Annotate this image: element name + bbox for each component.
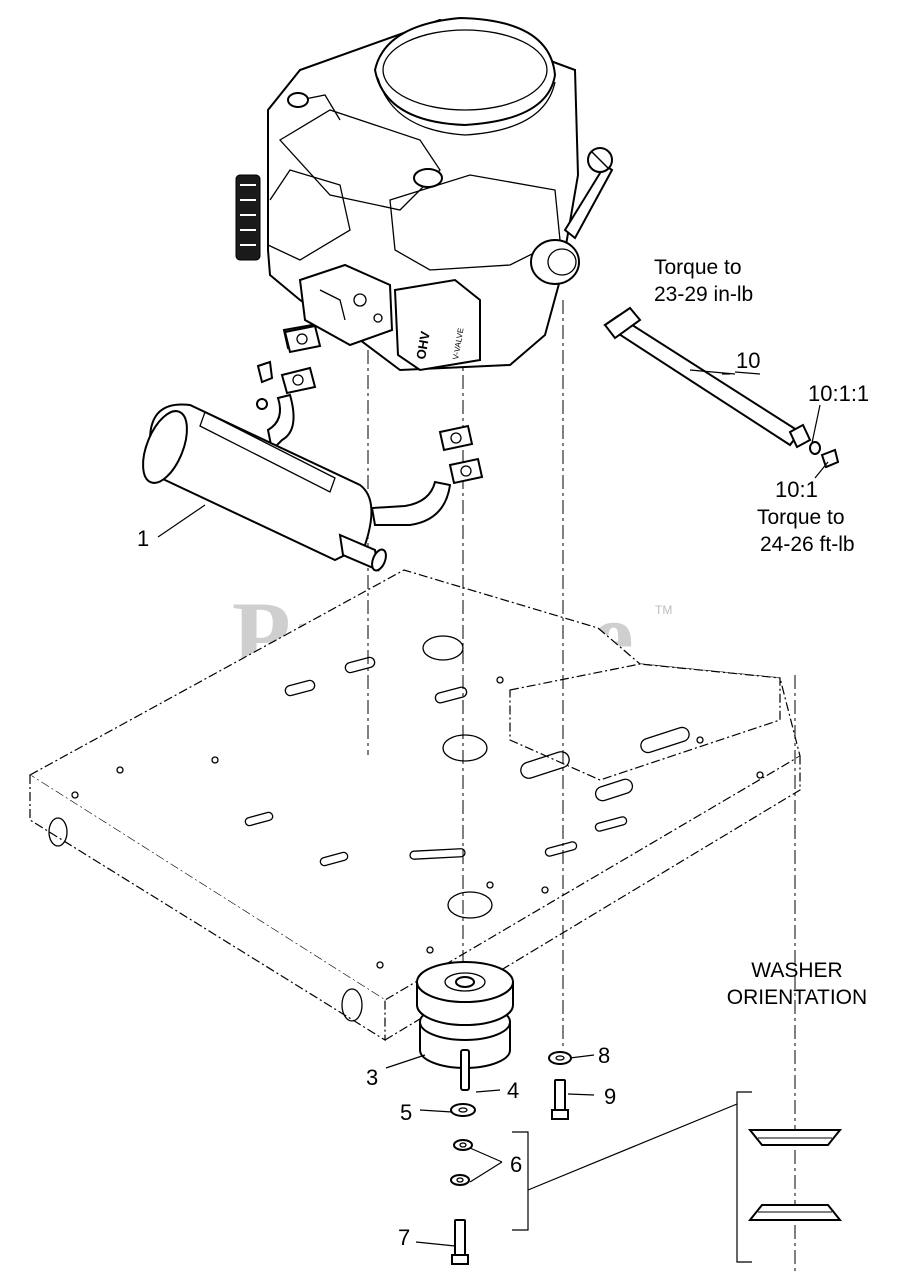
pulley-assembly xyxy=(416,961,514,1265)
callout-5: 5 xyxy=(400,1100,412,1125)
callout-10: 10 xyxy=(736,348,760,373)
fuel-line-assembly xyxy=(603,306,840,469)
washer-orientation-title-line1: WASHER xyxy=(751,959,842,982)
callout-10-1: 10:1 xyxy=(775,477,818,502)
callout-10-1-1: 10:1:1 xyxy=(808,381,869,406)
leader-lines xyxy=(157,369,829,1247)
callout-1: 1 xyxy=(137,526,149,551)
ohv-mark: OHV xyxy=(413,330,433,361)
callout-9: 9 xyxy=(604,1084,616,1109)
callout-numbers: 1 10 10:1:1 10:1 3 4 5 6 7 8 9 xyxy=(137,348,869,1250)
mount-hardware xyxy=(548,1051,572,1120)
callout-4: 4 xyxy=(507,1078,519,1103)
callout-3: 3 xyxy=(366,1065,378,1090)
torque-notes: Torque to 23-29 in-lb Torque to 24-26 ft… xyxy=(654,256,855,556)
callout-7: 7 xyxy=(398,1225,410,1250)
engine: OHV V-VALVE xyxy=(235,16,614,372)
watermark-trademark: TM xyxy=(655,603,672,617)
torque-note-fuel-fitting-line1: Torque to xyxy=(654,256,742,279)
washer-orientation-detail: WASHER ORIENTATION xyxy=(727,959,867,1275)
callout-6: 6 xyxy=(510,1152,522,1177)
torque-note-nut-line1: Torque to xyxy=(757,506,845,529)
washer-orientation-title-line2: ORIENTATION xyxy=(727,986,867,1009)
engine-mounting-plate xyxy=(28,569,801,1042)
callout-8: 8 xyxy=(598,1043,610,1068)
torque-note-nut-line2: 24-26 ft-lb xyxy=(760,533,855,556)
muffler-assembly xyxy=(142,324,484,572)
torque-note-fuel-fitting-line2: 23-29 in-lb xyxy=(654,283,753,306)
